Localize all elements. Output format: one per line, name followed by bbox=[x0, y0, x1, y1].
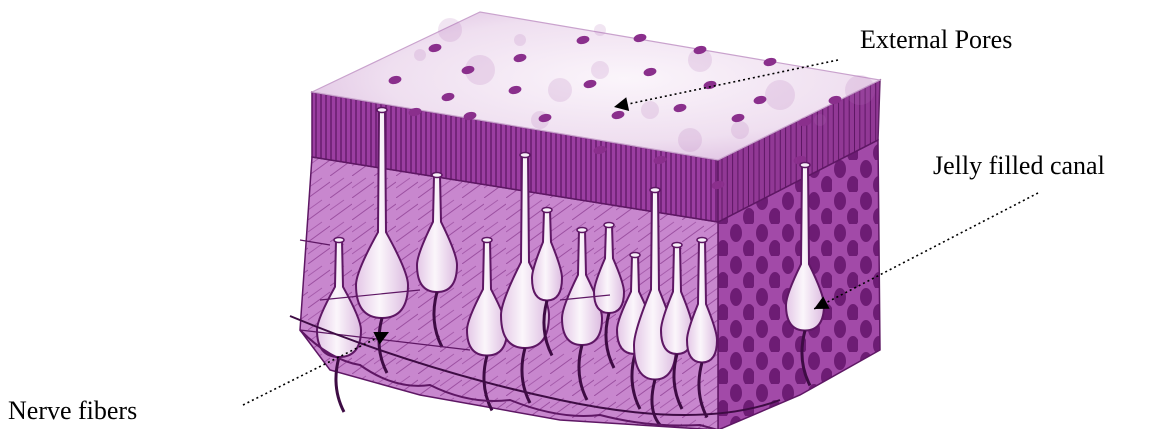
canal-opening bbox=[577, 228, 587, 233]
canal-opening bbox=[520, 153, 530, 158]
top-speckle bbox=[414, 49, 426, 61]
canal-opening bbox=[604, 223, 614, 228]
canal-opening bbox=[630, 253, 640, 258]
canal-opening bbox=[800, 163, 810, 168]
top-speckle bbox=[591, 61, 609, 79]
top-speckle bbox=[765, 80, 795, 110]
canal-opening bbox=[482, 238, 492, 243]
canal-opening bbox=[672, 243, 682, 248]
top-speckle bbox=[594, 24, 606, 36]
external-pores-label: External Pores bbox=[860, 27, 1012, 53]
top-speckle bbox=[438, 18, 462, 42]
canal-opening bbox=[432, 173, 442, 178]
tissue-block bbox=[290, 12, 880, 429]
top-speckle bbox=[641, 101, 659, 119]
nerve-fibers-label: Nerve fibers bbox=[8, 398, 137, 424]
canal-opening bbox=[650, 188, 660, 193]
jelly-filled-canal-label: Jelly filled canal bbox=[933, 153, 1105, 179]
canal-opening bbox=[377, 108, 387, 113]
top-speckle bbox=[548, 78, 572, 102]
top-speckle bbox=[514, 34, 526, 46]
canal-opening bbox=[697, 238, 707, 243]
top-speckle bbox=[731, 121, 749, 139]
top-speckle bbox=[814, 114, 826, 126]
canal-opening bbox=[542, 208, 552, 213]
top-speckle bbox=[678, 128, 702, 152]
top-speckle bbox=[845, 75, 875, 105]
canal-opening bbox=[334, 238, 344, 243]
